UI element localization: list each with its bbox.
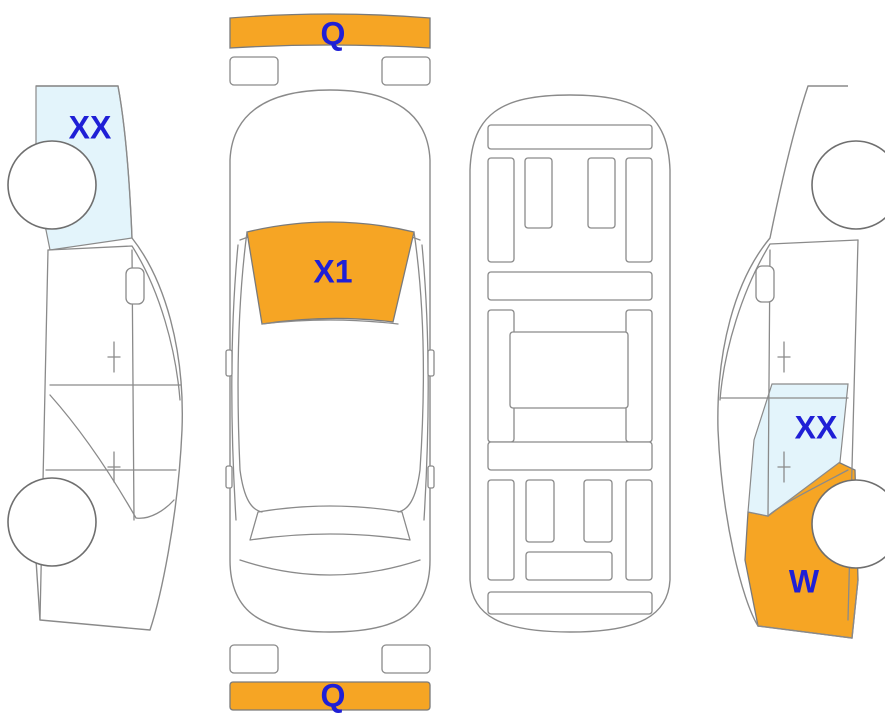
top-body-outline bbox=[229, 89, 431, 633]
front-left-light bbox=[229, 56, 279, 86]
top-roof-front-edge bbox=[261, 319, 399, 325]
hood-label: X1 bbox=[313, 253, 352, 289]
left-mirror bbox=[125, 267, 145, 305]
left-rear-wheel bbox=[7, 477, 97, 567]
under-center-tunnel bbox=[509, 331, 629, 409]
car-right-side-view: XX W bbox=[717, 85, 885, 639]
front-bumper-panel[interactable] bbox=[229, 13, 431, 49]
right-quarter-label: W bbox=[789, 563, 820, 599]
top-right-handle bbox=[427, 465, 435, 489]
left-side-a-pillar bbox=[47, 245, 181, 401]
right-rear-wheel bbox=[811, 479, 885, 569]
top-left-handle bbox=[225, 465, 233, 489]
right-window-curve bbox=[767, 469, 849, 517]
rear-right-light bbox=[381, 644, 431, 674]
under-rear-cross bbox=[525, 551, 613, 581]
front-right-light bbox=[381, 56, 431, 86]
under-rear-right-rail bbox=[625, 479, 653, 581]
right-handle-front bbox=[777, 341, 791, 373]
under-front-right-box bbox=[587, 157, 616, 229]
right-a-pillar bbox=[719, 239, 859, 401]
rear-bumper-label: Q bbox=[321, 677, 346, 713]
top-right-side-line bbox=[421, 244, 429, 521]
under-rear-left-rail bbox=[487, 479, 515, 581]
right-handle-rear bbox=[777, 451, 791, 483]
top-rear-window bbox=[249, 505, 411, 541]
under-rear-left-box bbox=[525, 479, 555, 543]
under-rear-plate bbox=[487, 591, 653, 615]
top-trunk-line bbox=[239, 559, 421, 576]
under-crossmember-1 bbox=[487, 271, 653, 301]
front-bumper-label: Q bbox=[321, 15, 346, 51]
under-front-plate bbox=[487, 124, 653, 150]
top-left-mirror bbox=[225, 349, 233, 377]
under-front-right-rail bbox=[625, 157, 653, 263]
top-right-pillar bbox=[397, 231, 425, 513]
rear-bumper-panel[interactable] bbox=[229, 681, 431, 711]
car-underside-view bbox=[469, 94, 671, 633]
under-right-sill bbox=[625, 309, 653, 443]
under-crossmember-2 bbox=[487, 441, 653, 471]
under-front-left-rail bbox=[487, 157, 515, 263]
right-side-outline bbox=[717, 85, 859, 639]
rear-left-light bbox=[229, 644, 279, 674]
left-front-wheel bbox=[7, 140, 97, 230]
car-left-side-view: XX bbox=[7, 85, 183, 631]
left-window-curve bbox=[49, 394, 175, 519]
right-mirror bbox=[755, 265, 775, 303]
top-right-mirror bbox=[427, 349, 435, 377]
car-top-view: Q X1 Q bbox=[225, 13, 435, 713]
under-rear-right-box bbox=[583, 479, 613, 543]
right-front-wheel bbox=[811, 140, 885, 230]
top-left-side-line bbox=[231, 244, 239, 521]
left-side-outline bbox=[35, 85, 183, 631]
left-fender-label: XX bbox=[69, 109, 112, 145]
left-handle-front bbox=[107, 341, 121, 373]
left-handle-rear bbox=[107, 451, 121, 483]
top-left-pillar bbox=[237, 231, 263, 513]
under-front-left-box bbox=[524, 157, 553, 229]
right-door-label: XX bbox=[795, 409, 838, 445]
